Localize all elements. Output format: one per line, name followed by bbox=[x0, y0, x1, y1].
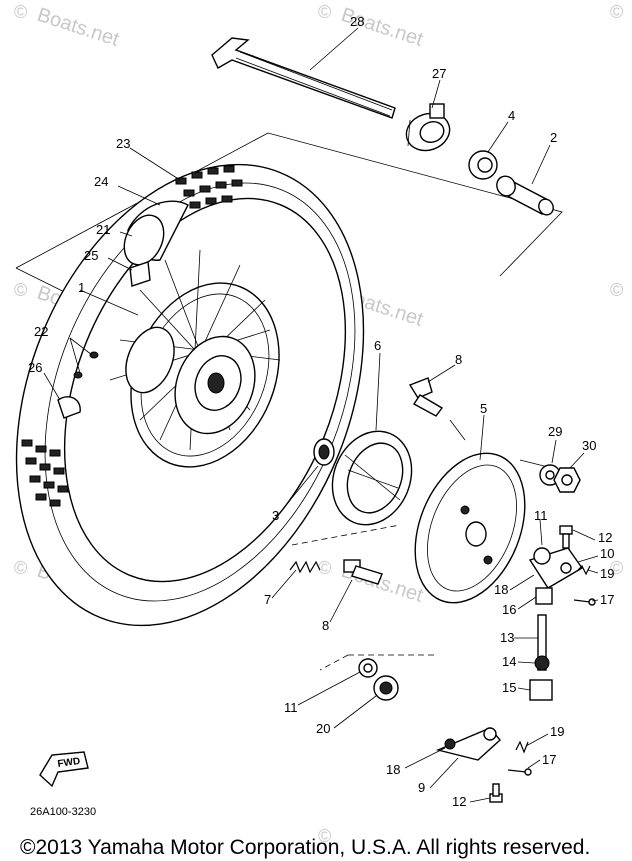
callout-17-lower: 17 bbox=[542, 752, 556, 767]
callout-30: 30 bbox=[582, 438, 596, 453]
joint-block-lower bbox=[529, 679, 553, 701]
callout-11-lower: 11 bbox=[284, 700, 298, 715]
lower-washer bbox=[358, 658, 378, 678]
watermark-copyright-symbol: © bbox=[610, 2, 623, 22]
cam-lever bbox=[528, 547, 584, 589]
rim-band bbox=[57, 396, 81, 419]
inner-tube bbox=[123, 200, 189, 287]
callout-7: 7 bbox=[264, 592, 271, 607]
cam-bushing bbox=[373, 675, 399, 701]
callout-13: 13 bbox=[500, 630, 514, 645]
anchor-pin bbox=[343, 559, 383, 585]
diagram-code: 26A100-3230 bbox=[30, 806, 96, 818]
callout-23: 23 bbox=[116, 136, 130, 151]
oil-seal bbox=[313, 438, 335, 466]
axle-collar bbox=[496, 175, 554, 216]
callout-15: 15 bbox=[502, 680, 516, 695]
fwd-label: FWD bbox=[57, 756, 81, 770]
callout-12-lower: 12 bbox=[452, 794, 466, 809]
copyright-notice: ©2013 Yamaha Motor Corporation, U.S.A. A… bbox=[20, 836, 591, 859]
callout-3: 3 bbox=[272, 508, 279, 523]
callout-4: 4 bbox=[508, 108, 515, 123]
joint-block-upper bbox=[535, 587, 553, 605]
callout-5: 5 bbox=[480, 401, 487, 416]
arm-bolt bbox=[489, 783, 503, 803]
rod-nut bbox=[534, 655, 550, 671]
arm-spring bbox=[515, 740, 529, 754]
watermark-copyright-symbol: © bbox=[318, 826, 331, 846]
callout-19-lower: 19 bbox=[550, 724, 564, 739]
arm-cotter-pin bbox=[507, 768, 532, 776]
callout-19-upper: 19 bbox=[600, 566, 614, 581]
callout-29: 29 bbox=[548, 424, 562, 439]
callout-27: 27 bbox=[432, 66, 446, 81]
callout-2: 2 bbox=[550, 130, 557, 145]
tread-pattern bbox=[21, 165, 243, 507]
axle-nut bbox=[553, 467, 581, 493]
watermark: Boats.net bbox=[34, 4, 122, 51]
callout-labels: 28 27 4 2 23 24 21 25 1 22 26 6 8 5 29 3… bbox=[28, 14, 614, 809]
callout-21: 21 bbox=[96, 222, 110, 237]
spoke-nipples bbox=[73, 351, 99, 379]
callout-11-upper: 11 bbox=[534, 508, 548, 523]
brake-arm bbox=[435, 727, 501, 761]
leader-lines bbox=[43, 27, 599, 803]
watermark-copyright-symbol: © bbox=[14, 2, 27, 22]
callout-25: 25 bbox=[84, 248, 98, 263]
callout-24: 24 bbox=[94, 174, 108, 189]
callout-10: 10 bbox=[600, 546, 614, 561]
brake-shoe-plate bbox=[414, 452, 526, 604]
bearing-right bbox=[468, 150, 498, 180]
callout-17-upper: 17 bbox=[600, 592, 614, 607]
front-axle bbox=[211, 37, 396, 119]
callout-1: 1 bbox=[78, 280, 85, 295]
wheel-hub bbox=[125, 326, 256, 435]
fwd-arrow: FWD bbox=[39, 751, 89, 788]
callout-22: 22 bbox=[34, 324, 48, 339]
callout-14: 14 bbox=[502, 654, 516, 669]
callout-16: 16 bbox=[502, 602, 516, 617]
lever-cotter-pin bbox=[573, 598, 596, 606]
callout-28: 28 bbox=[350, 14, 364, 29]
callout-18-upper: 18 bbox=[494, 582, 508, 597]
watermark-copyright-symbol: © bbox=[318, 558, 331, 578]
watermark-copyright-symbol: © bbox=[14, 558, 27, 578]
brake-spring bbox=[289, 560, 321, 574]
lever-bolt bbox=[559, 525, 573, 549]
watermark-copyright-symbol: © bbox=[14, 280, 27, 300]
callout-8-cam: 8 bbox=[455, 352, 462, 367]
callout-9: 9 bbox=[418, 780, 425, 795]
watermark-copyright-symbol: © bbox=[318, 2, 331, 22]
brake-cam-shaft bbox=[408, 377, 444, 417]
callout-8-pin: 8 bbox=[322, 618, 329, 633]
callout-18-lower: 18 bbox=[386, 762, 400, 777]
watermark-copyright-symbol: © bbox=[610, 280, 623, 300]
callout-6: 6 bbox=[374, 338, 381, 353]
callout-20: 20 bbox=[316, 721, 330, 736]
watermark-copyright-symbol: © bbox=[610, 558, 623, 578]
speedometer-gear-unit bbox=[405, 103, 451, 152]
brake-shoe-kit bbox=[331, 430, 413, 526]
callout-12-upper: 12 bbox=[598, 530, 612, 545]
callout-26: 26 bbox=[28, 360, 42, 375]
